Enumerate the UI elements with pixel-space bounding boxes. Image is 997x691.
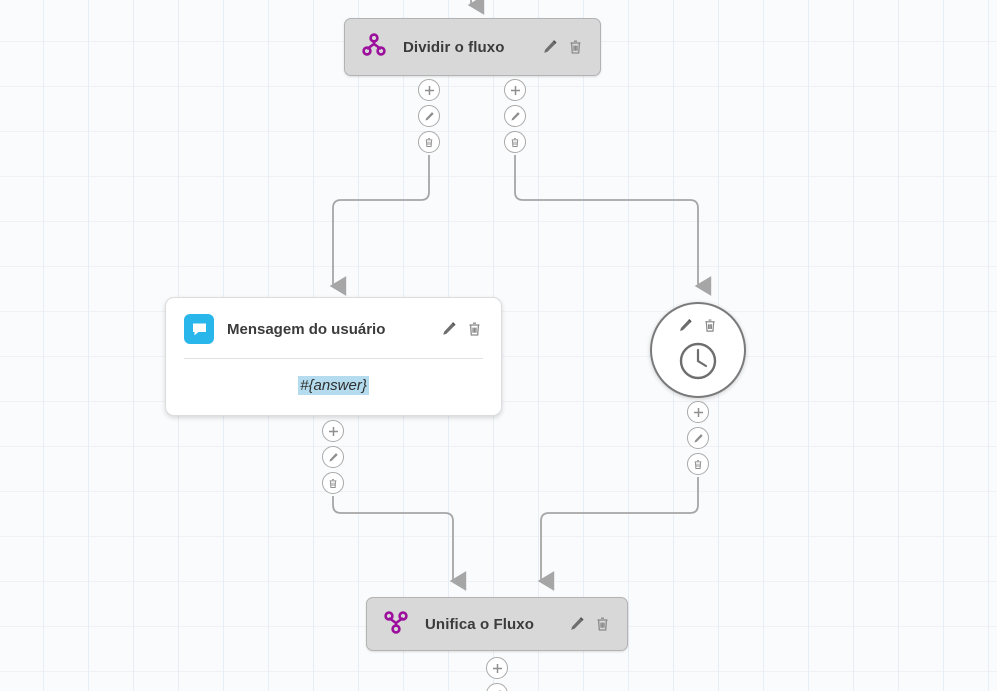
node-unifica-o-fluxo[interactable]: Unifica o Fluxo bbox=[366, 597, 628, 651]
node-action-group bbox=[678, 318, 719, 335]
chat-bubble-icon bbox=[184, 314, 214, 344]
merge-flow-icon bbox=[383, 609, 409, 640]
node-action-group bbox=[542, 39, 584, 56]
card-body: #{answer} bbox=[166, 359, 501, 415]
connector-stack-timer[interactable] bbox=[687, 401, 709, 475]
node-action-group bbox=[569, 616, 611, 633]
node-dividir-o-fluxo[interactable]: Dividir o fluxo bbox=[344, 18, 601, 76]
plus-icon[interactable] bbox=[418, 79, 440, 101]
message-variable: #{answer} bbox=[298, 375, 369, 395]
node-action-group bbox=[441, 321, 483, 338]
pencil-icon[interactable] bbox=[441, 321, 457, 338]
trash-icon[interactable] bbox=[687, 453, 709, 475]
plus-icon[interactable] bbox=[504, 79, 526, 101]
pencil-icon[interactable] bbox=[687, 427, 709, 449]
node-title: Unifica o Fluxo bbox=[425, 615, 535, 633]
pencil-icon[interactable] bbox=[418, 105, 440, 127]
card-header: Mensagem do usuário bbox=[166, 298, 501, 344]
pencil-icon[interactable] bbox=[678, 318, 694, 335]
trash-icon[interactable] bbox=[703, 318, 719, 335]
plus-icon[interactable] bbox=[687, 401, 709, 423]
trash-icon[interactable] bbox=[504, 131, 526, 153]
connector-stack-split-right[interactable] bbox=[504, 79, 526, 153]
connector-stack-message[interactable] bbox=[322, 420, 344, 494]
trash-icon[interactable] bbox=[467, 321, 483, 338]
node-mensagem-do-usuario[interactable]: Mensagem do usuário bbox=[165, 297, 502, 416]
trash-icon[interactable] bbox=[418, 131, 440, 153]
card-divider bbox=[184, 358, 483, 359]
pencil-icon[interactable] bbox=[486, 683, 508, 691]
node-title: Mensagem do usuário bbox=[227, 320, 386, 338]
connector-stack-split-left[interactable] bbox=[418, 79, 440, 153]
plus-icon[interactable] bbox=[322, 420, 344, 442]
node-timer[interactable] bbox=[650, 302, 746, 398]
connector-stack-merge[interactable] bbox=[486, 657, 508, 691]
edge-split-to-timer bbox=[514, 155, 712, 296]
split-flow-icon bbox=[361, 32, 387, 63]
pencil-icon[interactable] bbox=[504, 105, 526, 127]
pencil-icon[interactable] bbox=[322, 446, 344, 468]
trash-icon[interactable] bbox=[595, 616, 611, 633]
trash-icon[interactable] bbox=[322, 472, 344, 494]
clock-icon bbox=[676, 339, 720, 388]
edge-timer-to-merge bbox=[537, 477, 699, 591]
plus-icon[interactable] bbox=[486, 657, 508, 679]
edge-message-to-merge bbox=[332, 496, 467, 591]
pencil-icon[interactable] bbox=[542, 39, 558, 56]
trash-icon[interactable] bbox=[568, 39, 584, 56]
node-title: Dividir o fluxo bbox=[403, 38, 505, 56]
edge-split-to-message bbox=[329, 155, 430, 296]
pencil-icon[interactable] bbox=[569, 616, 585, 633]
